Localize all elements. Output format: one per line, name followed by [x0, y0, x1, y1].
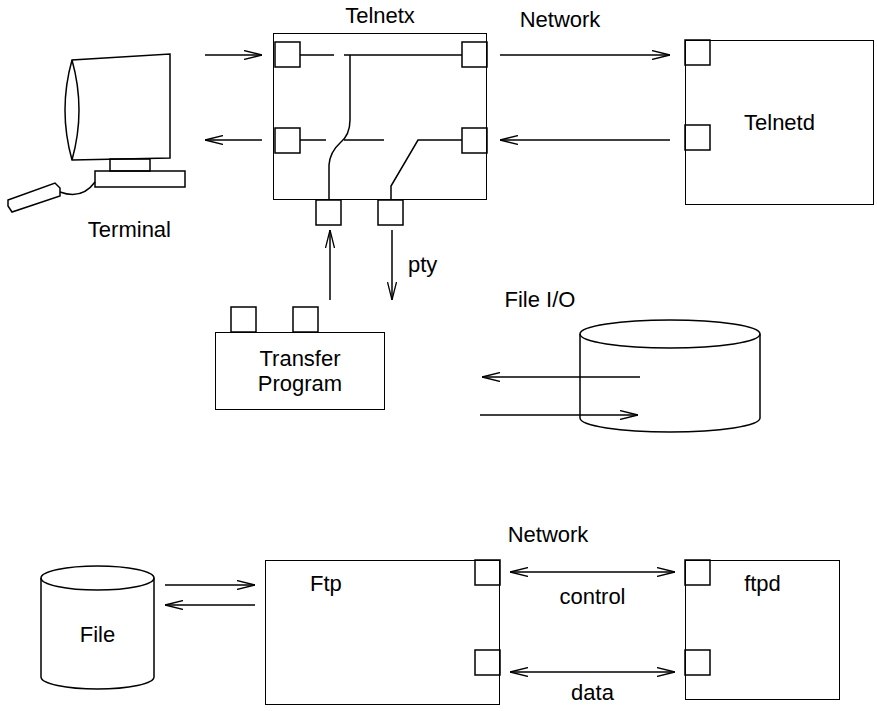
- port: [475, 650, 500, 675]
- disk-top: [580, 320, 760, 348]
- switch-wire: [391, 140, 462, 200]
- keyboard: [8, 183, 60, 212]
- node-label: Telnetd: [744, 110, 815, 135]
- free-label: Network: [506, 522, 591, 547]
- node-label: ftpd: [744, 571, 781, 596]
- port: [475, 560, 500, 585]
- port: [462, 42, 487, 67]
- monitor-body: [65, 54, 170, 160]
- node-label: File: [80, 622, 115, 647]
- file-cylinder: File: [40, 565, 155, 690]
- internal-wiring: [300, 55, 462, 200]
- terminal-node: Terminal: [5, 50, 195, 242]
- telnetd-box: Telnetd: [685, 40, 874, 205]
- transfer-box: Transfer Program: [215, 332, 385, 410]
- arrow-connector: [165, 584, 255, 586]
- port: [231, 307, 256, 332]
- arrow-connector: [329, 230, 331, 300]
- arrow-connector: [391, 230, 393, 300]
- node-label: Transfer Program: [244, 346, 356, 397]
- node-label: Telnetx: [345, 3, 415, 28]
- arrow-connector: [165, 604, 255, 606]
- cylinder-top: [41, 566, 154, 590]
- monitor-stand: [110, 159, 150, 171]
- node-label: Ftp: [310, 571, 342, 596]
- port: [685, 40, 710, 65]
- telnetx-box: Telnetx: [273, 33, 487, 200]
- edge-label: control: [557, 584, 627, 609]
- disk-side: [580, 334, 760, 432]
- wire: [300, 139, 384, 141]
- node-label: Terminal: [88, 217, 171, 242]
- terminal-illustration: [8, 54, 185, 212]
- port: [378, 200, 403, 225]
- wire: [300, 54, 462, 56]
- port: [316, 200, 341, 225]
- wire: [329, 55, 350, 200]
- ftpd-box: ftpd: [685, 560, 840, 700]
- port: [685, 125, 710, 150]
- port: [275, 128, 300, 153]
- arrow-connector: [500, 139, 670, 141]
- cylinder-side: [41, 578, 154, 689]
- port-squares: [231, 40, 710, 675]
- port: [685, 560, 710, 585]
- file-io-arrow: [480, 414, 638, 416]
- arrow-connector: [510, 671, 675, 673]
- monitor-screen: [72, 60, 79, 160]
- arrow-connector: [205, 54, 262, 56]
- arrow-connector: [500, 54, 670, 56]
- ftp-box: Ftp: [265, 560, 500, 705]
- edge-label: pty: [406, 252, 439, 277]
- file-io-arrow: [482, 376, 640, 378]
- port: [462, 128, 487, 153]
- arrow-connector: [205, 139, 262, 141]
- port: [293, 307, 318, 332]
- edge-label: data: [569, 680, 616, 705]
- port: [275, 42, 300, 67]
- arrow-connector: [510, 571, 675, 573]
- monitor-base: [95, 171, 185, 187]
- port: [685, 650, 710, 675]
- keyboard-cable: [60, 182, 95, 194]
- free-label: Network: [518, 7, 603, 32]
- free-label: File I/O: [503, 287, 578, 312]
